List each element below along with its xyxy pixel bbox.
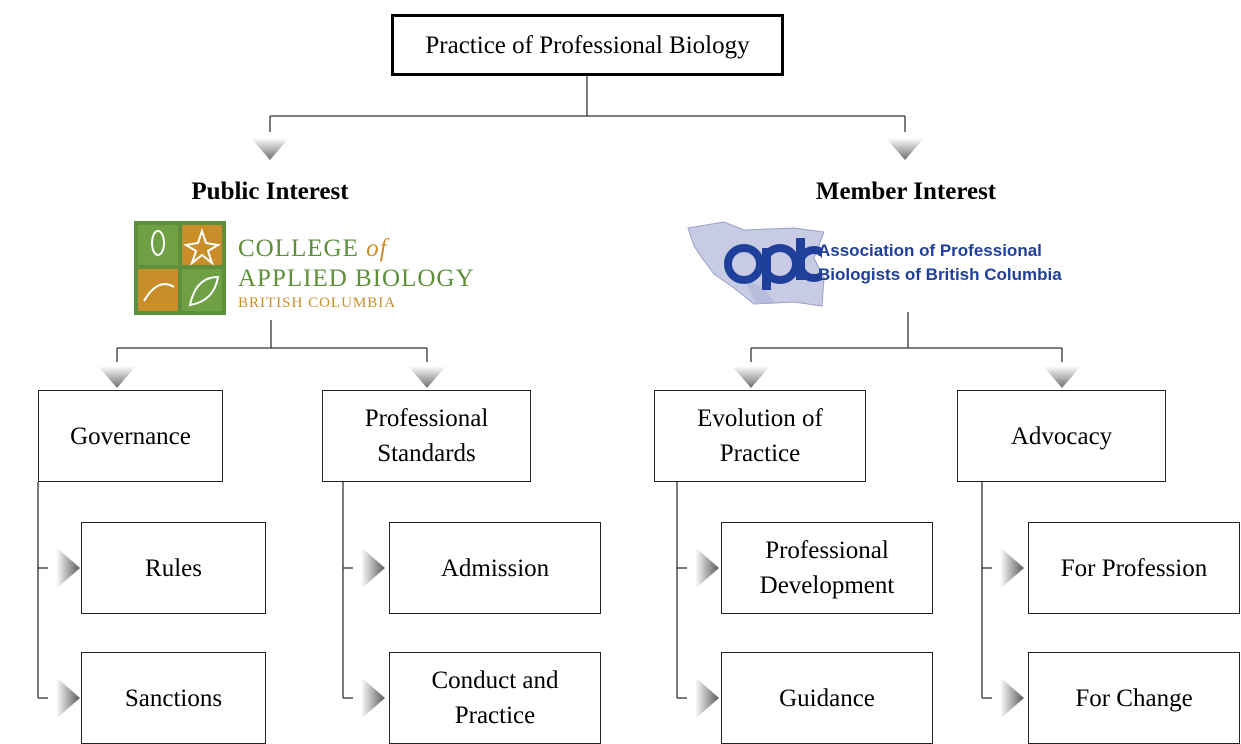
college-logo-of: of	[366, 235, 388, 262]
college-logo-line2: APPLIED BIOLOGY	[238, 265, 475, 292]
arrow-right-icon	[1000, 547, 1024, 589]
root-label: Practice of Professional Biology	[425, 31, 750, 59]
arrow-right-icon	[695, 547, 719, 589]
category-evolution-of-practice: Evolution of Practice	[654, 390, 866, 482]
leaf-for-profession: For Profession	[1028, 522, 1240, 614]
arrow-down-icon	[1043, 366, 1081, 388]
bc-map-icon	[684, 218, 1088, 312]
college-logo-line3: BRITISH COLUMBIA	[238, 295, 397, 311]
root-node: Practice of Professional Biology	[391, 14, 784, 76]
apb-logo: Association of Professional Biologists o…	[684, 218, 1088, 312]
leaf-guidance: Guidance	[721, 652, 933, 744]
category-governance: Governance	[38, 390, 223, 482]
leaf-label: Sanctions	[124, 684, 223, 712]
category-label: Evolution of Practice	[697, 405, 823, 467]
arrow-right-icon	[361, 677, 385, 719]
arrow-right-icon	[1000, 677, 1024, 719]
apb-mark-icon	[724, 238, 822, 290]
leaf-label: Admission	[440, 554, 550, 582]
arrow-down-icon	[408, 366, 446, 388]
arrow-right-icon	[361, 547, 385, 589]
category-advocacy: Advocacy	[957, 390, 1166, 482]
leaf-label: For Profession	[1060, 554, 1208, 582]
leaf-sanctions: Sanctions	[81, 652, 266, 744]
college-emblem-icon	[134, 221, 226, 315]
arrow-down-icon	[732, 366, 770, 388]
arrow-right-icon	[56, 547, 80, 589]
category-label: Governance	[70, 422, 191, 450]
leaf-label: For Change	[1075, 684, 1193, 712]
leaf-for-change: For Change	[1028, 652, 1240, 744]
public-interest-heading: Public Interest	[191, 178, 349, 205]
leaf-conduct-and-practice: Conduct and Practice	[389, 652, 601, 744]
arrow-down-icon	[98, 366, 136, 388]
right-arrows	[56, 547, 1024, 719]
leaf-label: Conduct and Practice	[431, 667, 559, 729]
apb-logo-line2: Biologists of British Columbia	[818, 265, 1062, 284]
apb-logo-line1: Association of Professional	[818, 241, 1042, 260]
leaf-professional-development: Professional Development	[721, 522, 933, 614]
college-logo-line1: COLLEGE	[238, 235, 359, 262]
member-interest-heading: Member Interest	[815, 178, 997, 205]
leaf-label: Rules	[145, 554, 202, 582]
college-logo: COLLEGE of APPLIED BIOLOGY BRITISH COLUM…	[134, 221, 494, 317]
arrow-down-icon	[251, 138, 289, 160]
leaf-label: Professional Development	[759, 537, 895, 599]
down-arrows	[98, 138, 1081, 388]
leaf-rules: Rules	[81, 522, 266, 614]
leaf-admission: Admission	[389, 522, 601, 614]
arrow-right-icon	[56, 677, 80, 719]
category-professional-standards: Professional Standards	[322, 390, 531, 482]
arrow-right-icon	[695, 677, 719, 719]
arrow-down-icon	[886, 138, 924, 160]
category-label: Advocacy	[1010, 422, 1113, 450]
category-label: Professional Standards	[364, 405, 489, 467]
leaf-label: Guidance	[779, 684, 875, 712]
